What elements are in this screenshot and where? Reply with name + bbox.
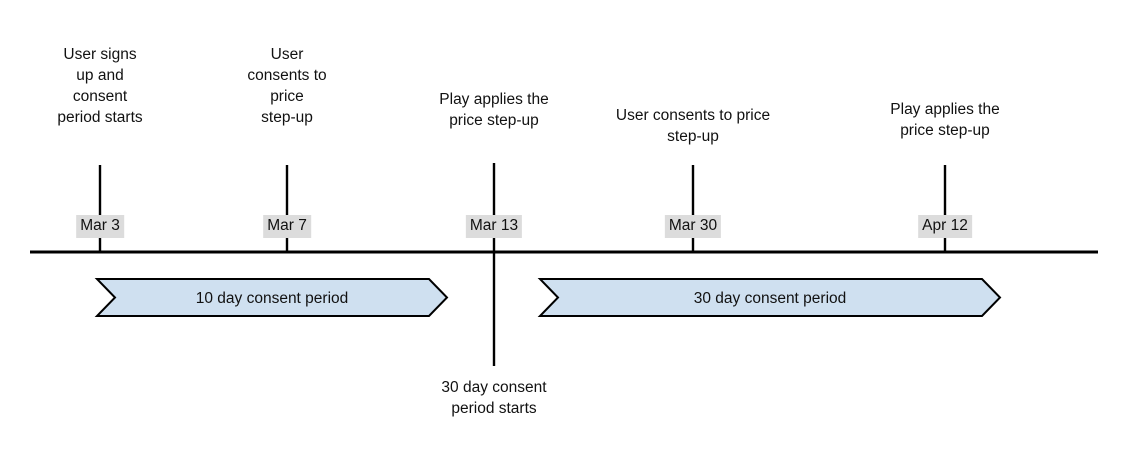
event-label-mar-30: User consents to price step-up bbox=[615, 107, 771, 145]
consent-band-shape-band-30-day bbox=[537, 278, 1002, 317]
date-chip-mar-30: Mar 30 bbox=[664, 215, 722, 238]
timeline-ticks-group bbox=[98, 163, 947, 366]
date-chip-mar-3: Mar 3 bbox=[76, 215, 124, 238]
consent-band-label-band-10-day: 10 day consent period bbox=[195, 289, 349, 307]
consent-band-label-band-30-day: 30 day consent period bbox=[693, 289, 847, 307]
date-chip-mar-13: Mar 13 bbox=[465, 215, 523, 238]
event-label-mar-3: User signs up and consent period starts bbox=[57, 46, 143, 126]
consent-band-shape-band-10-day bbox=[94, 278, 449, 317]
event-label-mar-7: User consents to price step-up bbox=[247, 46, 327, 126]
date-chip-apr-12: Apr 12 bbox=[918, 215, 972, 238]
event-label-mar-13: Play applies the price step-up bbox=[439, 91, 549, 129]
consent-period-bands-group bbox=[94, 278, 1002, 317]
below-axis-label-mar-13: 30 day consent period starts bbox=[441, 379, 547, 417]
date-chip-mar-7: Mar 7 bbox=[263, 215, 311, 238]
event-label-apr-12: Play applies the price step-up bbox=[890, 101, 1000, 139]
